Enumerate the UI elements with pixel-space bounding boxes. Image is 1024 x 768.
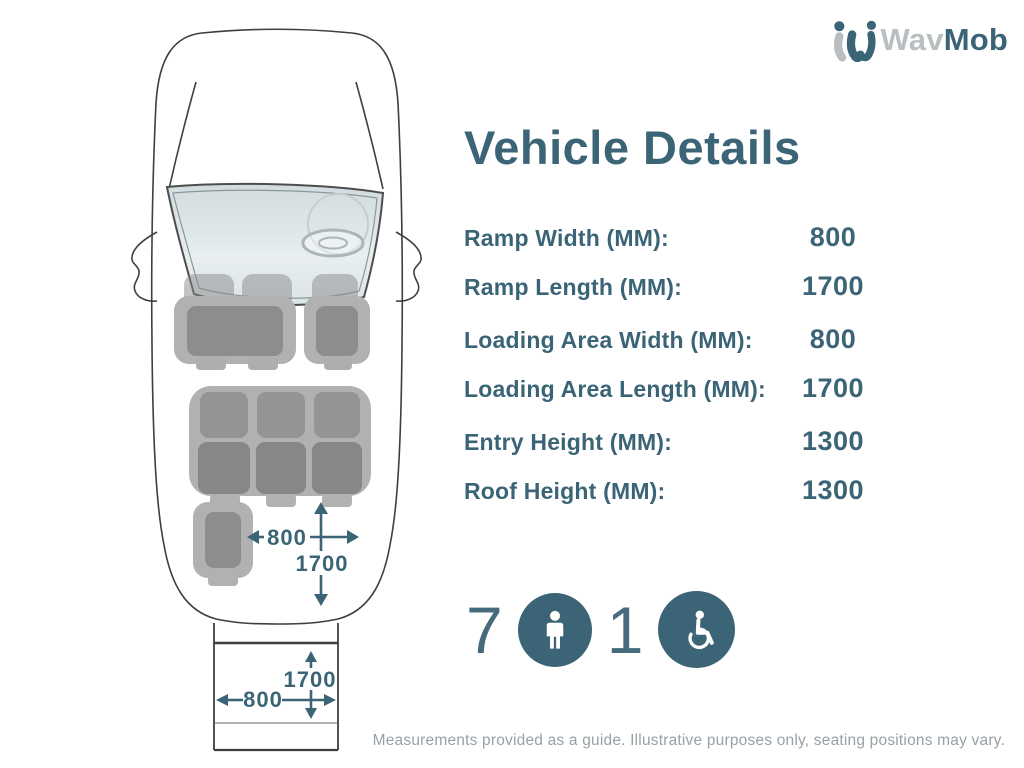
passenger-icon (517, 592, 592, 667)
wheelchair-count: 1 (606, 592, 644, 667)
spec-value: 800 (809, 324, 857, 354)
spec-label: Roof Height (MM): (464, 478, 666, 504)
spec-label: Loading Area Width (MM): (464, 327, 753, 353)
rear-seat (193, 502, 253, 586)
spec-label: Entry Height (MM): (464, 429, 673, 455)
wavmob-logo: WavMob (831, 18, 1009, 62)
interior-length-label: 1700 (296, 551, 349, 576)
wavmob-logo-text: WavMob (881, 22, 1009, 58)
spec-list: Ramp Width (MM): 800 Ramp Length (MM): 1… (464, 222, 892, 524)
spec-row-loading-length: Loading Area Length (MM): 1700 (464, 373, 892, 406)
spec-value: 1300 (801, 426, 865, 456)
vehicle-top-view-diagram: 800 1700 1700 800 (131, 28, 422, 752)
spec-label: Loading Area Length (MM): (464, 376, 766, 402)
logo-text-mob: Mob (943, 22, 1008, 57)
wavmob-logo-icon (833, 20, 876, 62)
spec-row-entry-height: Entry Height (MM): 1300 (464, 426, 892, 459)
right-mirror (395, 231, 422, 302)
page-title: Vehicle Details (464, 121, 801, 174)
interior-dimension-cross: 800 1700 (247, 502, 359, 606)
disclaimer-text: Measurements provided as a guide. Illust… (372, 732, 1005, 749)
bonnet-crease-left (168, 81, 197, 190)
steering-wheel (301, 193, 369, 258)
spec-value: 1700 (801, 271, 865, 301)
ramp-width-label: 800 (243, 687, 283, 712)
spec-row-ramp-width: Ramp Width (MM): 800 (464, 222, 892, 255)
logo-text-wav: Wav (880, 22, 944, 57)
spec-row-loading-width: Loading Area Width (MM): 800 (464, 324, 892, 357)
spec-row-roof-height: Roof Height (MM): 1300 (464, 475, 892, 508)
bonnet-crease-right (355, 81, 384, 190)
ramp-length-label: 1700 (284, 667, 337, 692)
front-seat-row (174, 274, 370, 370)
spec-value: 800 (809, 222, 857, 252)
ramp-outline (213, 623, 339, 752)
interior-width-label: 800 (267, 525, 307, 550)
capacity-row: 7 1 (466, 591, 736, 668)
ramp-dimension-cross: 1700 800 (216, 651, 336, 719)
spec-value: 1700 (801, 373, 865, 403)
car-body-outline (150, 28, 404, 625)
spec-value: 1300 (801, 475, 865, 505)
wheelchair-icon (658, 591, 736, 668)
passenger-count: 7 (466, 592, 503, 667)
left-mirror (131, 231, 158, 302)
middle-seat-row (189, 386, 371, 507)
spec-label: Ramp Length (MM): (464, 274, 683, 300)
spec-label: Ramp Width (MM): (464, 225, 669, 251)
spec-row-ramp-length: Ramp Length (MM): 1700 (464, 271, 892, 304)
windscreen-inner-frame (172, 189, 378, 299)
